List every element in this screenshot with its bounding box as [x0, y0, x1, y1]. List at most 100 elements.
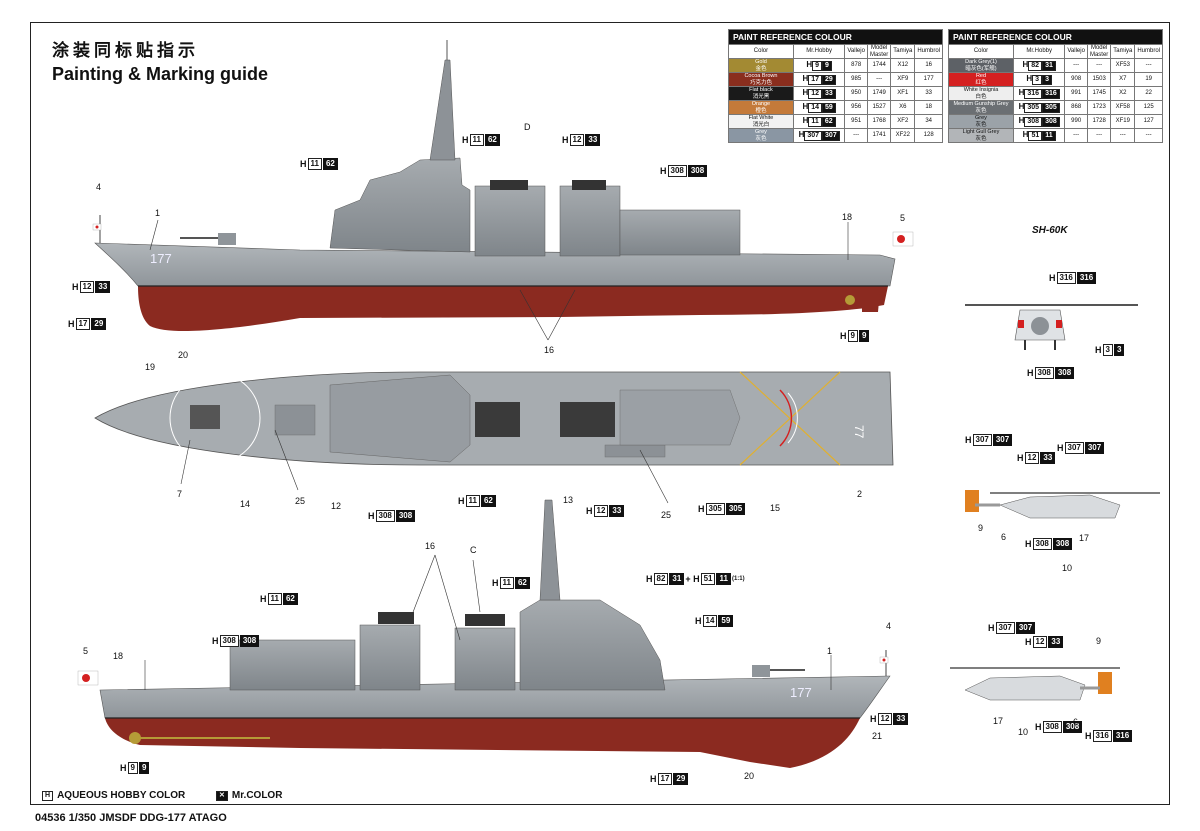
aqueous-code: 308: [375, 510, 395, 522]
part-number: 7: [177, 489, 183, 499]
aqueous-code: 9: [847, 330, 858, 342]
part-number: 5: [900, 213, 906, 223]
mr-color-code: 3: [1042, 74, 1052, 85]
gun-turret: [752, 665, 770, 677]
mr-color-code: 11: [1042, 130, 1056, 141]
aqueous-prefix: H: [1025, 637, 1032, 647]
col-modelmaster: Model Master: [1086, 44, 1112, 59]
aqueous-code: 51: [700, 573, 716, 585]
hull-bottom: [105, 718, 860, 768]
color-name-cn: 巧克力色: [749, 79, 772, 86]
leader-lines: [144, 219, 849, 690]
aqueous-code: 307: [804, 130, 823, 141]
col-vallejo: Vallejo: [844, 44, 868, 59]
mr-color-code: 316: [1112, 730, 1133, 742]
product-footer: 04536 1/350 JMSDF DDG-177 ATAGO: [35, 812, 227, 824]
mr-color-code: 305: [725, 503, 746, 515]
aqueous-prefix: H: [1035, 722, 1042, 732]
part-number: 18: [842, 212, 853, 222]
mr-color-code: 33: [95, 281, 111, 293]
part-number: 4: [96, 182, 102, 192]
aqueous-code: 12: [79, 281, 95, 293]
funnel-front: [454, 627, 516, 691]
col-mrhobby: Mr.Hobby: [1012, 44, 1066, 59]
mr-color-code: 33: [1040, 452, 1056, 464]
aqueous-code: 11: [307, 158, 322, 170]
part-number: 10: [1018, 727, 1029, 737]
paint-value: XF19: [1110, 114, 1136, 129]
helicopter-front-view: [965, 304, 1138, 350]
aqueous-prefix: + H: [685, 574, 700, 584]
col-color: Color: [948, 44, 1014, 59]
paint-table-header-row: Color Mr.Hobby Vallejo Model Master Tami…: [948, 44, 1163, 59]
color-name-cn: 消光黑: [752, 93, 770, 100]
aqueous-code: 308: [1034, 367, 1054, 379]
aqueous-prefix: H: [798, 129, 805, 139]
part-number: 2: [857, 489, 863, 499]
mr-color-code: 307: [1015, 622, 1036, 634]
mr-color-code: 62: [480, 495, 496, 507]
hangar-top: [619, 389, 741, 446]
part-number: 6: [1001, 532, 1007, 542]
aqueous-code: 9: [812, 60, 823, 71]
aqueous-prefix: H: [368, 511, 375, 521]
color-name-cn: 灰色: [975, 135, 987, 142]
mr-color-code: 9: [822, 60, 832, 71]
paint-value: 1741: [866, 128, 892, 143]
paint-value: XF1: [890, 86, 916, 101]
aqueous-code: 308: [1024, 116, 1043, 127]
part-number: 10: [1062, 563, 1073, 573]
aqueous-prefix: H: [1022, 59, 1029, 69]
aqueous-code: 14: [702, 615, 718, 627]
part-number: 25: [295, 496, 306, 506]
funnel-front: [474, 185, 546, 257]
aqueous-prefix: H: [802, 115, 809, 125]
aqueous-code: 14: [808, 102, 823, 113]
mr-color-code: 31: [669, 573, 685, 585]
col-tamiya: Tamiya: [890, 44, 916, 59]
funnel-rear-top: [378, 612, 414, 624]
mr-color-code: 316: [1042, 88, 1060, 99]
color-name: Medium Gunship Grey: [953, 101, 1009, 107]
part-label-c: C: [470, 545, 477, 555]
part-number: 17: [993, 716, 1004, 726]
gun-turret: [218, 233, 236, 245]
propeller: [845, 295, 855, 305]
aqueous-prefix: H: [650, 774, 657, 784]
part-number: 13: [563, 495, 574, 505]
aqueous-prefix: H: [458, 496, 465, 506]
color-name: Dark Grey(1): [965, 59, 997, 65]
mr-color-code: 308: [395, 510, 416, 522]
mr-color-code: 62: [282, 593, 298, 605]
color-name: Flat White: [748, 115, 774, 121]
vls-aft: [604, 444, 666, 458]
helicopter-title: SH-60K: [1032, 225, 1068, 236]
aqueous-code: 307: [972, 434, 992, 446]
aqueous-code: 308: [1032, 538, 1052, 550]
paint-table-2: PAINT REFERENCE COLOUR Color Mr.Hobby Va…: [948, 29, 1163, 143]
